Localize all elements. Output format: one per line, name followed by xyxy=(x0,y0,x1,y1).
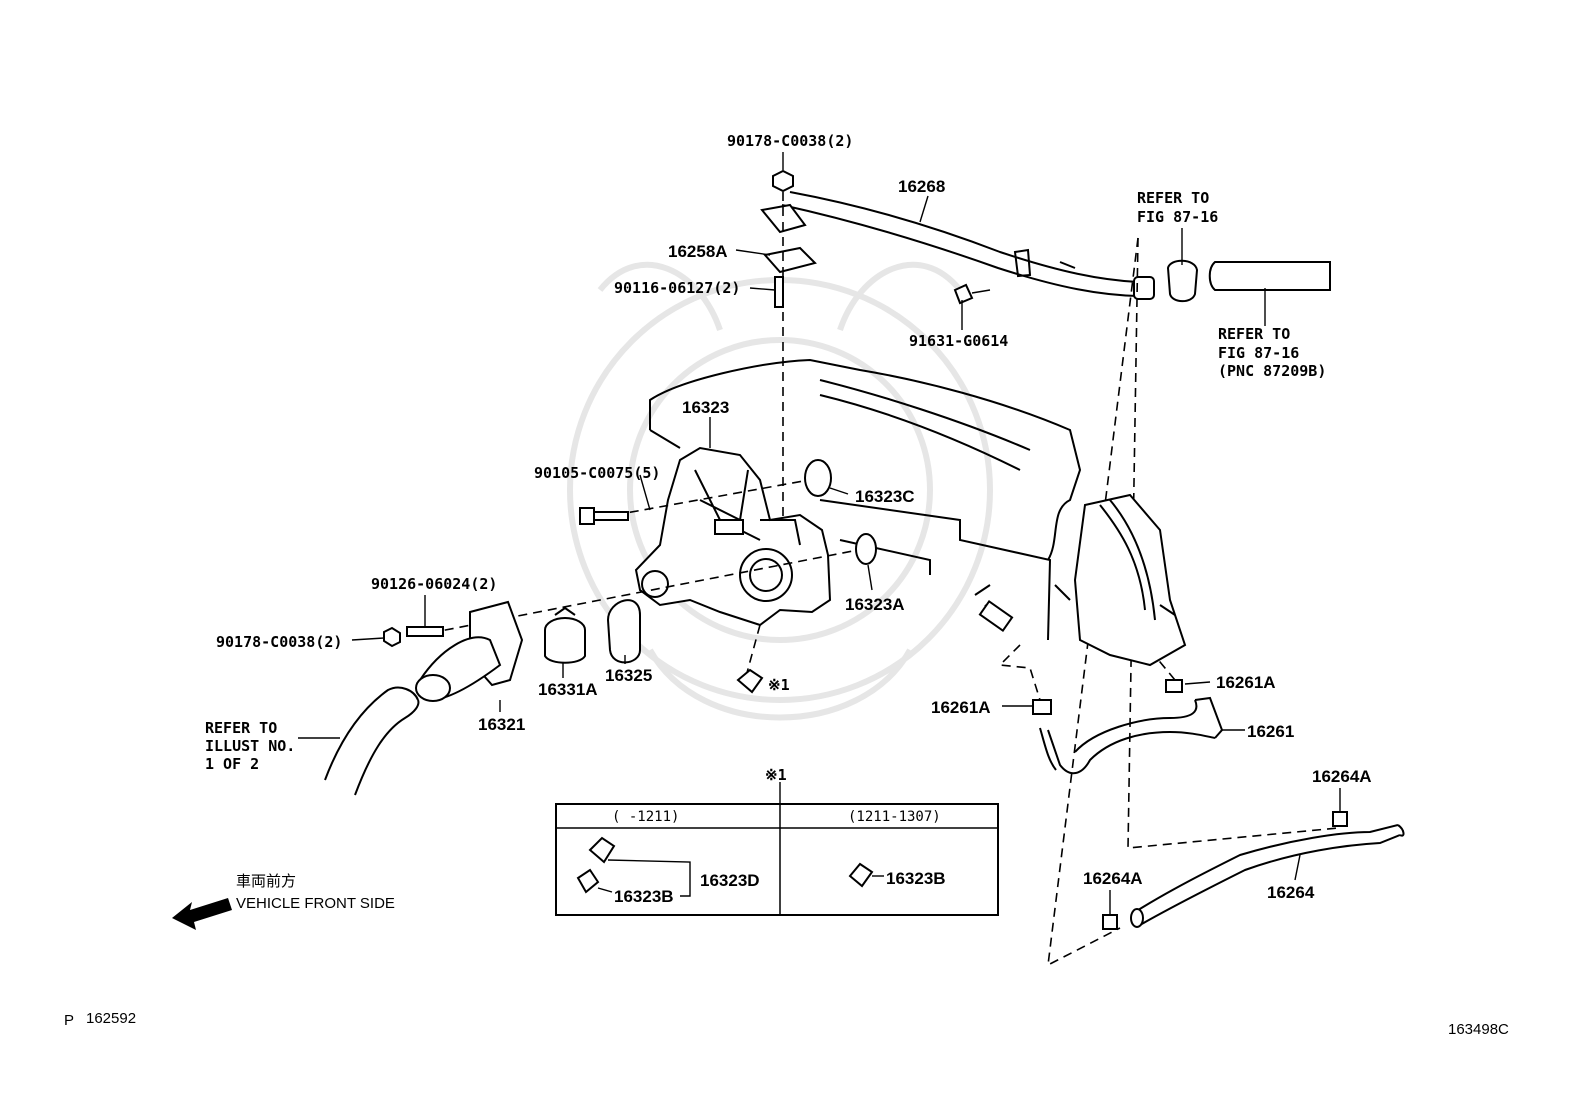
water-inlet-16321 xyxy=(415,600,524,702)
reference-notes: REFER TO FIG 87-16 REFER TO FIG 87-16 (P… xyxy=(205,189,1326,773)
table-title: ※1 xyxy=(765,766,787,784)
refer-left-line3: 1 OF 2 xyxy=(205,755,259,773)
label-16264[interactable]: 16264 xyxy=(1267,883,1315,902)
hose-16261 xyxy=(1032,696,1224,775)
bypass-pipe-16268 xyxy=(760,191,1155,300)
label-16331a[interactable]: 16331A xyxy=(538,680,598,699)
label-16323a[interactable]: 16323A xyxy=(845,595,905,614)
refer-right-line2: FIG 87-16 xyxy=(1218,344,1299,362)
label-16323c[interactable]: 16323C xyxy=(855,487,915,506)
label-90116[interactable]: 90116-06127(2) xyxy=(614,279,740,297)
leader-lines xyxy=(298,152,1341,915)
small-parts-top xyxy=(763,169,991,308)
part-labels: 90178-C0038(2) 16268 16258A 90116-06127(… xyxy=(216,132,1372,902)
hose-left xyxy=(324,686,420,796)
label-16261a-left[interactable]: 16261A xyxy=(931,698,991,717)
front-label-jp: 車両前方 xyxy=(236,873,296,890)
table-col1-16323d[interactable]: 16323D xyxy=(700,871,760,890)
refer-top-line2: FIG 87-16 xyxy=(1137,208,1218,226)
table-col1-header: ( -1211) xyxy=(612,809,679,825)
label-91631[interactable]: 91631-G0614 xyxy=(909,332,1008,350)
table-col1-16323b[interactable]: 16323B xyxy=(614,887,674,906)
label-16323[interactable]: 16323 xyxy=(682,398,729,417)
front-label-en: VEHICLE FRONT SIDE xyxy=(236,895,395,912)
refer-right-line1: REFER TO xyxy=(1218,325,1290,343)
page-number: 162592 xyxy=(86,1010,136,1027)
water-outlet-housing xyxy=(634,446,832,627)
label-16268[interactable]: 16268 xyxy=(898,177,945,196)
thermostat-16331a xyxy=(544,606,586,664)
label-90126[interactable]: 90126-06024(2) xyxy=(371,575,497,593)
o-rings xyxy=(606,459,877,664)
label-16325[interactable]: 16325 xyxy=(605,666,652,685)
refer-left-line1: REFER TO xyxy=(205,719,277,737)
sensor-bolt xyxy=(736,668,764,694)
page-prefix: P xyxy=(64,1012,74,1029)
table-col2-header: (1211-1307) xyxy=(848,809,941,825)
refer-top-line1: REFER TO xyxy=(1137,189,1209,207)
label-90178-left[interactable]: 90178-C0038(2) xyxy=(216,633,342,651)
throttle-body xyxy=(1054,493,1187,693)
variant-table: ※1 ( -1211) (1211-1307) 16323D 16323B 16… xyxy=(555,766,999,916)
label-16321[interactable]: 16321 xyxy=(478,715,525,734)
table-col2-16323b[interactable]: 16323B xyxy=(886,869,946,888)
label-16261[interactable]: 16261 xyxy=(1247,722,1294,741)
label-90105[interactable]: 90105-C0075(5) xyxy=(534,464,660,482)
engine-block-outline xyxy=(649,358,1082,641)
label-16264a-right[interactable]: 16264A xyxy=(1312,767,1372,786)
refer-right-line3: (PNC 87209B) xyxy=(1218,362,1326,380)
label-16261a-right[interactable]: 16261A xyxy=(1216,673,1276,692)
hose-top-right xyxy=(1166,259,1331,303)
hose-16264 xyxy=(1102,811,1405,930)
label-16258a[interactable]: 16258A xyxy=(668,242,728,261)
bolts-left xyxy=(383,507,629,648)
figure-code: 163498C xyxy=(1448,1021,1509,1038)
label-90178-top[interactable]: 90178-C0038(2) xyxy=(727,132,853,150)
refer-left-line2: ILLUST NO. xyxy=(205,737,295,755)
label-mark-x1: ※1 xyxy=(768,676,790,694)
front-arrow-icon xyxy=(172,898,232,930)
label-16264a-left[interactable]: 16264A xyxy=(1083,869,1143,888)
vehicle-front-indicator: 車両前方 VEHICLE FRONT SIDE xyxy=(172,873,395,930)
